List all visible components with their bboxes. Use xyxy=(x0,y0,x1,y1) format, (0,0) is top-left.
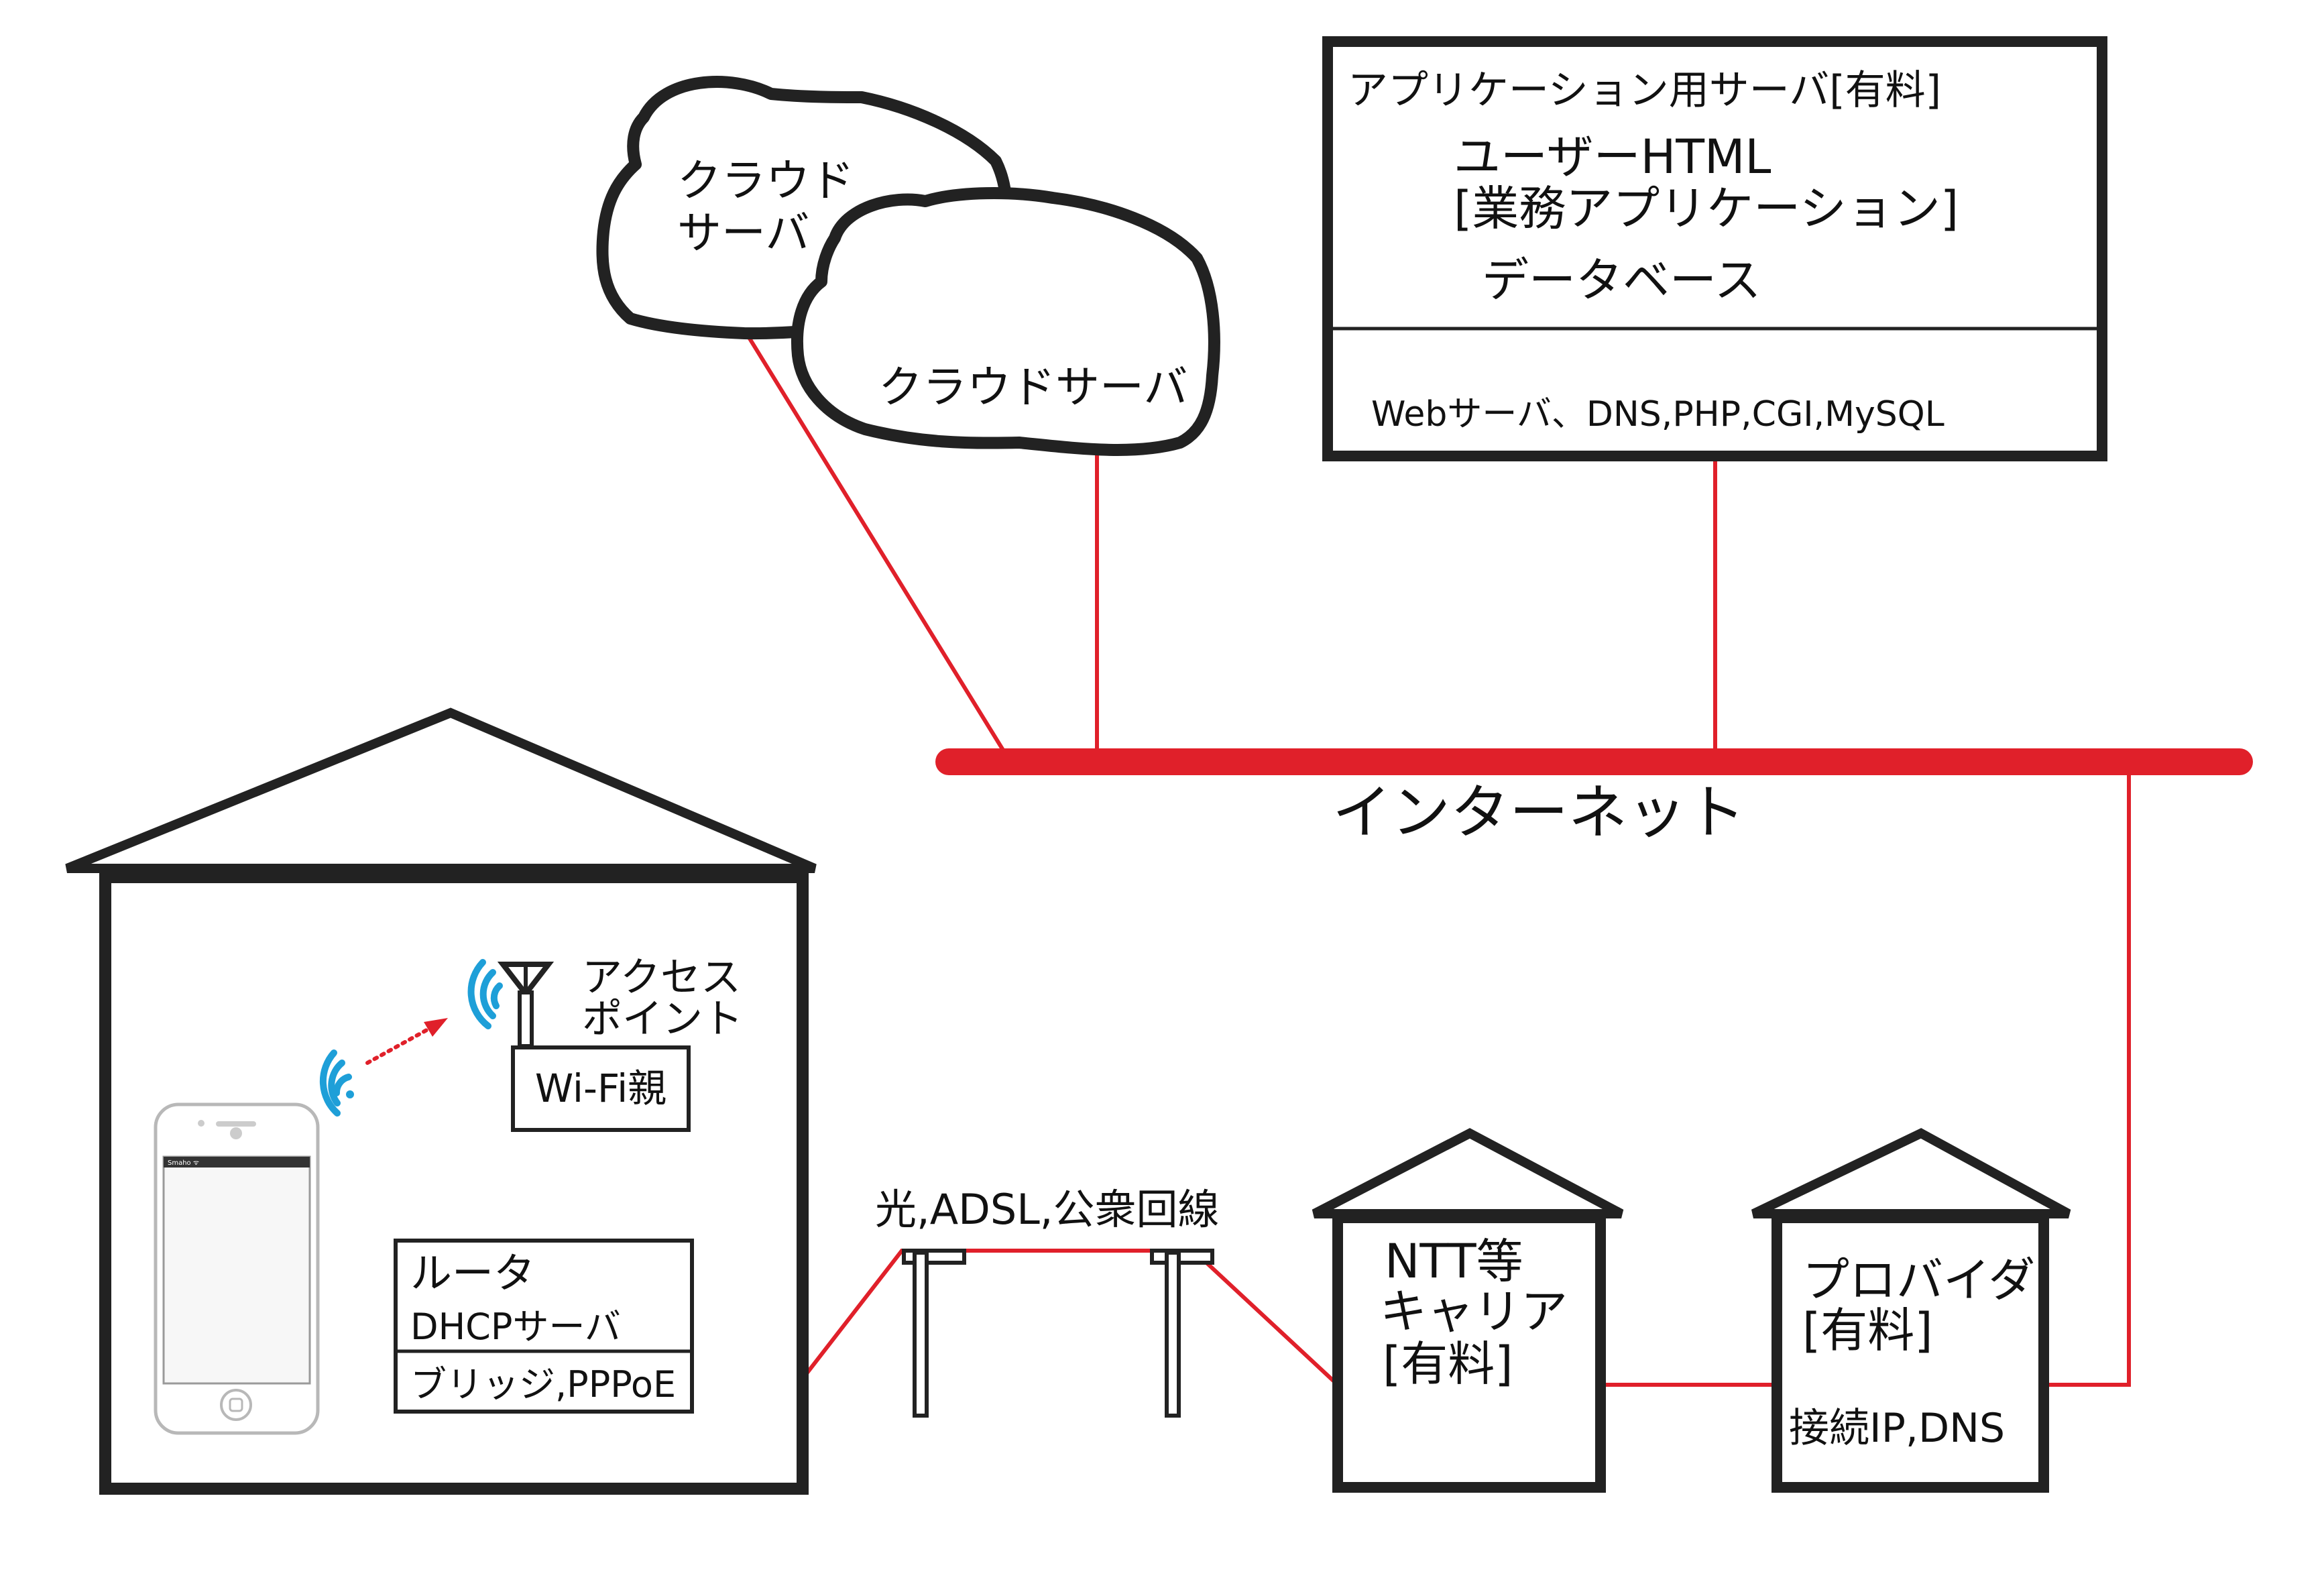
app-server-frame xyxy=(1322,36,2107,461)
provider-label-1: プロバイダ xyxy=(1802,1253,2035,1308)
carrier-label-3: [有料] xyxy=(1383,1336,1513,1391)
antenna-icon xyxy=(497,962,555,1048)
carrier-building: NTT等 キャリア [有料] xyxy=(1312,1128,1624,1493)
app-server-item-user-html: ユーザーHTML xyxy=(1454,129,1771,184)
wifi-parent-box xyxy=(511,1045,691,1132)
internet-label: インターネット xyxy=(1332,778,1745,847)
utility-pole-icon xyxy=(902,1249,966,1418)
cloud-back-label-1: クラウド xyxy=(677,155,854,207)
phone-speaker xyxy=(216,1121,256,1127)
cloud-back-label-2: サーバ xyxy=(677,207,809,259)
app-server-item-database: データベース xyxy=(1482,253,1761,308)
carrier-label-1: NTT等 xyxy=(1385,1234,1523,1289)
carrier-roof xyxy=(1312,1128,1624,1218)
line-internet-to-provider xyxy=(2045,761,2131,1387)
phone-home-button-square xyxy=(229,1398,243,1412)
provider-building: プロバイダ [有料] 接続IP,DNS xyxy=(1751,1128,2071,1493)
carrier-label-2: キャリア xyxy=(1380,1284,1568,1339)
provider-label-2: [有料] xyxy=(1802,1303,1933,1358)
access-point-label-2: ポイント xyxy=(582,996,743,1043)
phone-camera xyxy=(230,1127,242,1139)
wifi-signal-icon xyxy=(319,1049,354,1117)
router: ルータ DHCPサーバ ブリッジ,PPPoE xyxy=(394,1239,694,1414)
carrier-walls xyxy=(1332,1212,1606,1493)
router-frame xyxy=(394,1239,694,1414)
router-dhcp: DHCPサーバ xyxy=(410,1306,621,1348)
app-server-title: アプリケーション用サーバ[有料] xyxy=(1348,67,1941,114)
line-cloud-back-to-internet xyxy=(746,334,1008,756)
wifi-parent-label: Wi-Fi親 xyxy=(535,1066,666,1111)
phone-status-bar xyxy=(164,1157,310,1167)
app-server-services: Webサーバ、DNS,PHP,CGI,MySQL xyxy=(1371,394,1944,435)
cloud-shape xyxy=(791,187,1220,456)
provider-walls xyxy=(1772,1212,2049,1493)
phone-screen xyxy=(162,1155,311,1385)
phone-status-text: Smaho ᯤ xyxy=(168,1159,199,1167)
router-bridge: ブリッジ,PPPoE xyxy=(410,1363,676,1406)
dotted-arrow-icon xyxy=(365,1018,448,1065)
line-type-label: 光,ADSL,公衆回線 xyxy=(875,1185,1219,1234)
cloud-front-label: クラウドサーバ xyxy=(878,361,1187,413)
cloud-server-front: クラウドサーバ xyxy=(791,187,1220,456)
provider-label-3: 接続IP,DNS xyxy=(1789,1405,2005,1452)
utility-pole-icon xyxy=(1150,1249,1214,1418)
access-point-label-1: アクセス xyxy=(582,954,741,1001)
smartphone: Smaho ᯤ xyxy=(154,1102,320,1435)
phone-earpiece xyxy=(198,1120,205,1127)
home-roof xyxy=(65,707,817,873)
app-server-item-business-app: [業務アプリケーション] xyxy=(1454,181,1959,236)
application-server: アプリケーション用サーバ[有料] ユーザーHTML [業務アプリケーション] デ… xyxy=(1322,36,2107,461)
phone-home-button xyxy=(220,1389,252,1421)
wifi-signal-icon xyxy=(467,959,503,1029)
router-title: ルータ xyxy=(410,1249,535,1298)
provider-roof xyxy=(1751,1128,2071,1218)
